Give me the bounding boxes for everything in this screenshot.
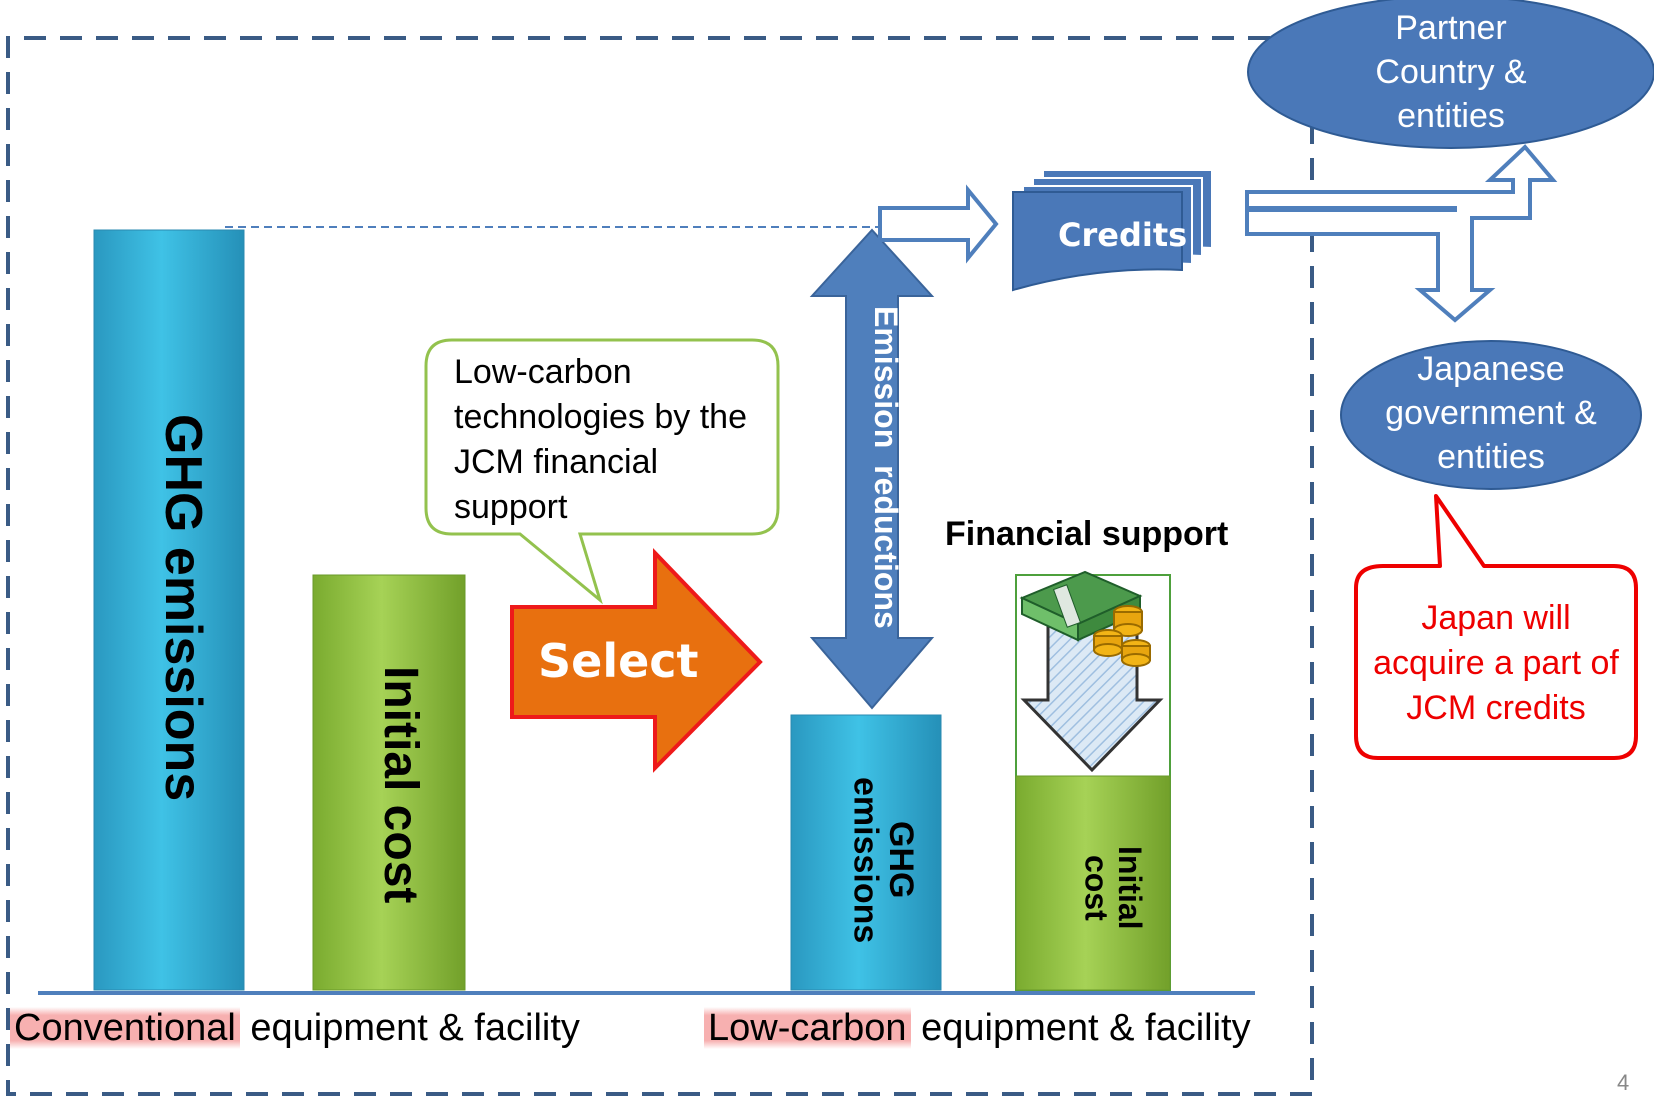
japanese-government-label: Japanese government & entities — [1385, 350, 1597, 476]
page-number: 4 — [1617, 1070, 1630, 1095]
callout-text: Low-carbon technologies by the JCM finan… — [454, 353, 747, 526]
lowcarbon-highlight: Low-carbon — [704, 1007, 911, 1049]
conventional-rest: equipment & facility — [250, 1007, 580, 1049]
conventional-axis-label: Conventional equipment & facility — [10, 1007, 580, 1050]
conventional-cost-bar — [312, 574, 466, 991]
partner-country-ellipse — [1247, 0, 1654, 149]
partner-country-label: Partner Country & entities — [1375, 9, 1527, 135]
emission-reductions-label: Emission reductions — [868, 305, 904, 629]
japan-note-callout — [1354, 494, 1638, 760]
conventional-ghg-label: GHG emissions — [154, 414, 212, 802]
dashed-frame — [6, 36, 1314, 1096]
lowcarbon-cost-bar — [1015, 775, 1171, 991]
callout-bubble — [424, 338, 780, 605]
lowcarbon-axis-label: Low-carbon equipment & facility — [704, 1007, 1251, 1050]
credits-label: Credits — [1058, 216, 1188, 254]
conventional-ghg-bar — [93, 229, 245, 991]
money-icon — [1019, 570, 1151, 667]
japan-note-text: Japan will acquire a part of JCM credits — [1373, 599, 1619, 727]
lowcarbon-cost-label: Initial cost — [1036, 833, 1148, 943]
select-arrow — [510, 548, 763, 773]
lowcarbon-rest: equipment & facility — [921, 1007, 1251, 1049]
credits-icon — [1012, 169, 1213, 292]
financial-support-label: Financial support — [945, 515, 1229, 553]
lowcarbon-ghg-text: GHG emissions — [846, 776, 920, 944]
lowcarbon-ghg-bar — [790, 714, 942, 991]
lowcarbon-cost-text: Initial cost — [1078, 846, 1148, 930]
split-arrow — [1245, 144, 1558, 323]
conventional-highlight: Conventional — [10, 1007, 240, 1049]
lowcarbon-ghg-label: GHG emissions — [818, 765, 920, 955]
to-credits-arrow — [878, 184, 999, 264]
emission-reductions-arrow — [809, 228, 935, 710]
japanese-government-ellipse — [1340, 340, 1642, 490]
conventional-cost-label: Initial cost — [374, 666, 427, 904]
select-label: Select — [538, 634, 699, 688]
